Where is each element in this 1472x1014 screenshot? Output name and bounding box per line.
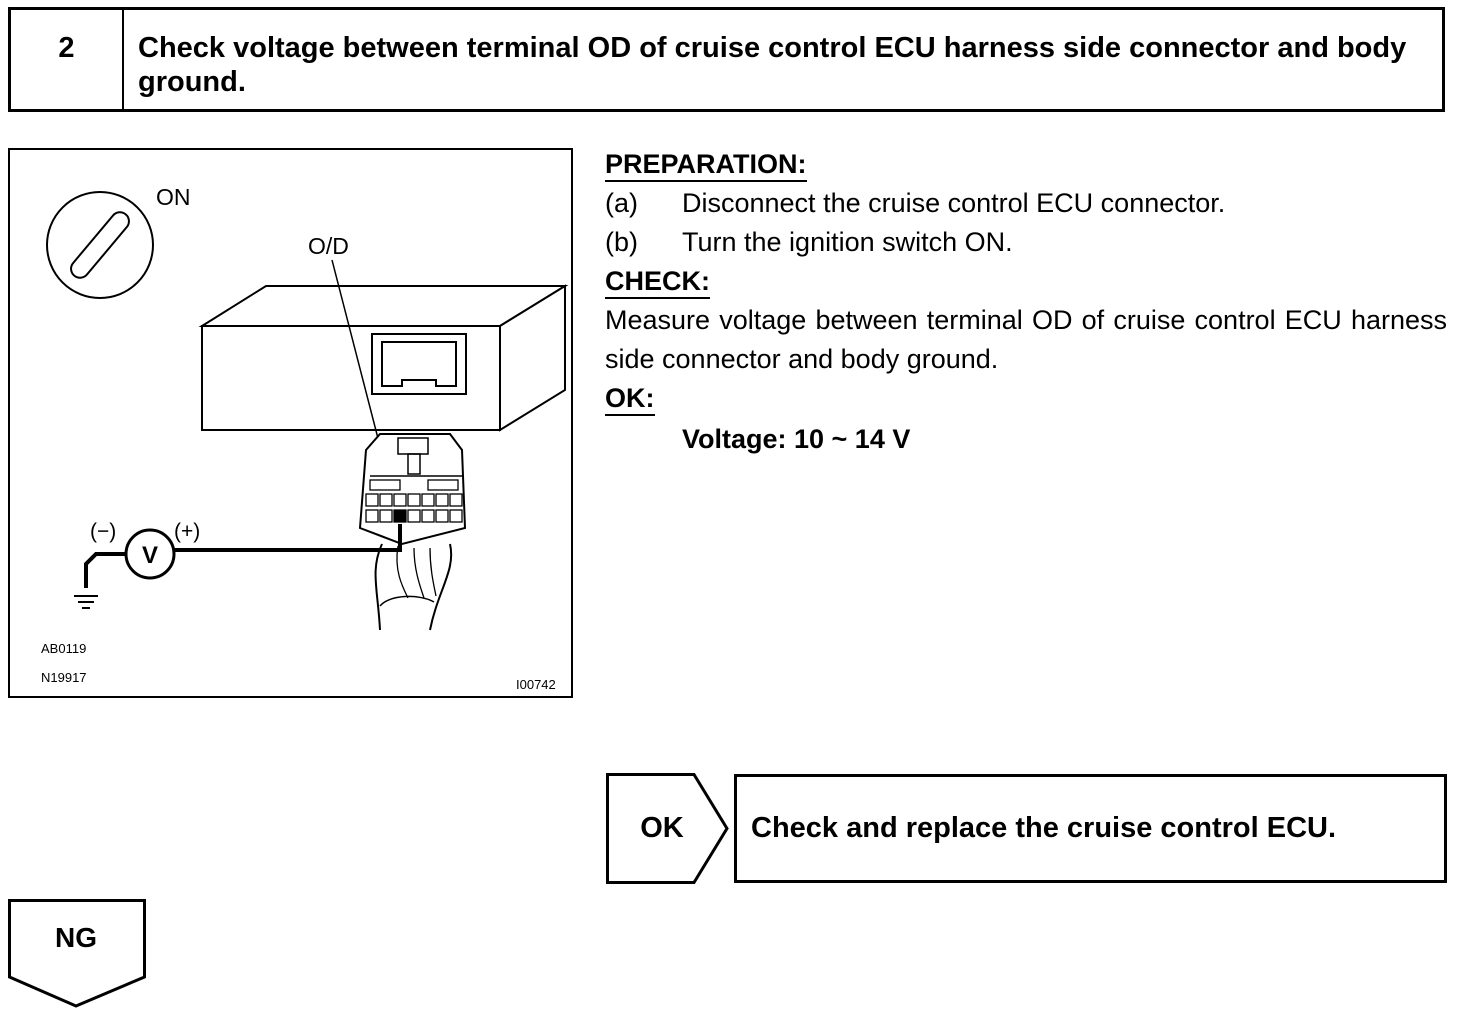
ok-arrow-icon <box>606 773 729 884</box>
ignition-on-label: ON <box>156 184 191 210</box>
ng-arrow-icon <box>8 899 146 1008</box>
ecu-icon <box>198 284 569 432</box>
ground-icon <box>74 595 98 609</box>
ok-action-text: Check and replace the cruise control ECU… <box>751 812 1337 844</box>
terminal-od-label: O/D <box>308 233 349 259</box>
preparation-heading: PREPARATION: <box>605 149 807 182</box>
figure-code-3: I00742 <box>516 677 556 692</box>
harness-connector-icon <box>358 433 467 631</box>
instructions: PREPARATION: (a) Disconnect the cruise c… <box>605 145 1447 459</box>
voltmeter-icon: V <box>124 528 176 580</box>
positive-probe-wire <box>172 524 402 552</box>
preparation-section: PREPARATION: (a) Disconnect the cruise c… <box>605 145 1447 262</box>
step-letter: (a) <box>605 188 638 218</box>
voltmeter-symbol: V <box>142 542 158 569</box>
ok-result-action: Check and replace the cruise control ECU… <box>734 774 1447 883</box>
voltage-spec: Voltage: 10 ~ 14 V <box>682 424 911 454</box>
check-heading: CHECK: <box>605 266 710 299</box>
ng-result-label: NG <box>55 922 97 953</box>
negative-label: (−) <box>90 520 116 543</box>
step-text: Turn the ignition switch ON. <box>682 227 1013 257</box>
check-text: Measure voltage between terminal OD of c… <box>605 305 1447 374</box>
ok-section: OK: Voltage: 10 ~ 14 V <box>605 379 1447 459</box>
positive-label: (+) <box>174 520 200 543</box>
step-number: 2 <box>11 10 124 109</box>
check-section: CHECK: Measure voltage between terminal … <box>605 262 1447 379</box>
ignition-switch-icon <box>46 191 154 299</box>
step-title: Check voltage between terminal OD of cru… <box>138 32 1407 98</box>
step-header: 2 Check voltage between terminal OD of c… <box>8 7 1445 112</box>
figure-code-1: AB0119 <box>41 641 87 656</box>
wiring-diagram: ON O/D <box>46 184 569 631</box>
step-letter: (b) <box>605 227 638 257</box>
preparation-step: (b) Turn the ignition switch ON. <box>605 223 1447 262</box>
wiring-figure: ON O/D <box>8 148 573 698</box>
preparation-step: (a) Disconnect the cruise control ECU co… <box>605 184 1447 223</box>
ok-heading: OK: <box>605 383 655 416</box>
figure-code-2: N19917 <box>41 670 87 685</box>
ok-result-label: OK <box>640 812 684 844</box>
negative-probe-wire <box>84 552 126 588</box>
step-text: Disconnect the cruise control ECU connec… <box>682 188 1226 218</box>
